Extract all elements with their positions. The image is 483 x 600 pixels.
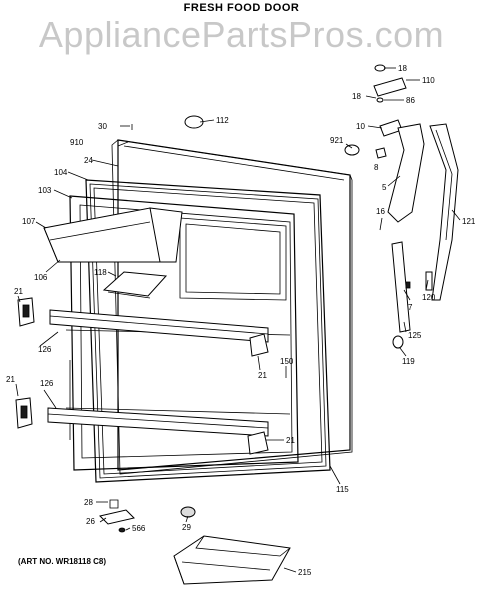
door-outer-panel bbox=[111, 139, 353, 475]
callout-119: 119 bbox=[402, 357, 415, 366]
callout-5: 5 bbox=[382, 183, 387, 192]
callout-10: 10 bbox=[356, 122, 365, 131]
callout-21b: 21 bbox=[258, 371, 267, 380]
callout-labels: 18 110 18 86 30 112 10 921 910 8 24 104 … bbox=[6, 64, 476, 577]
callout-7: 7 bbox=[408, 303, 413, 312]
callout-28: 28 bbox=[84, 498, 93, 507]
callout-86: 86 bbox=[406, 96, 415, 105]
leader-lines bbox=[15, 67, 461, 573]
callout-103: 103 bbox=[38, 186, 52, 195]
art-number: (ART NO. WR18118 C8) bbox=[18, 557, 107, 566]
shelf-end-caps bbox=[15, 297, 269, 455]
callout-126b: 126 bbox=[40, 379, 54, 388]
door-bin bbox=[173, 535, 291, 585]
callout-8: 8 bbox=[374, 163, 379, 172]
callout-150: 150 bbox=[280, 357, 294, 366]
callout-921: 921 bbox=[330, 136, 344, 145]
callout-18b: 18 bbox=[352, 92, 361, 101]
handle-trim bbox=[391, 241, 433, 349]
callout-18a: 18 bbox=[398, 64, 407, 73]
door-shelf-upper bbox=[49, 309, 269, 343]
callout-106: 106 bbox=[34, 273, 48, 282]
callout-21a: 21 bbox=[14, 287, 23, 296]
callout-110: 110 bbox=[422, 76, 435, 85]
door-gasket bbox=[85, 179, 331, 483]
watermark: AppliancePartsPros.com bbox=[38, 14, 445, 55]
callout-118: 118 bbox=[94, 268, 107, 277]
callout-30: 30 bbox=[98, 122, 107, 131]
callout-121: 121 bbox=[462, 217, 476, 226]
hinge-parts bbox=[344, 64, 407, 159]
dairy-shelf bbox=[102, 271, 168, 299]
door-liner bbox=[65, 195, 299, 471]
door-handle bbox=[387, 123, 459, 301]
callout-107: 107 bbox=[22, 217, 36, 226]
door-shelf-lower bbox=[47, 407, 269, 437]
callout-910: 910 bbox=[70, 138, 84, 147]
callout-115: 115 bbox=[336, 485, 349, 494]
callout-24: 24 bbox=[84, 156, 93, 165]
callout-120: 120 bbox=[422, 293, 436, 302]
callout-26: 26 bbox=[86, 517, 95, 526]
callout-104: 104 bbox=[54, 168, 68, 177]
callout-125: 125 bbox=[408, 331, 422, 340]
callout-29: 29 bbox=[182, 523, 191, 532]
callout-215: 215 bbox=[298, 568, 312, 577]
dairy-compartment bbox=[43, 207, 183, 263]
callout-112: 112 bbox=[216, 116, 229, 125]
callout-21d: 21 bbox=[286, 436, 295, 445]
callout-566: 566 bbox=[132, 524, 146, 533]
callout-16: 16 bbox=[376, 207, 385, 216]
diagram-title: FRESH FOOD DOOR bbox=[183, 2, 300, 14]
callout-21c: 21 bbox=[6, 375, 15, 384]
small-parts bbox=[99, 115, 204, 533]
callout-126a: 126 bbox=[38, 345, 52, 354]
